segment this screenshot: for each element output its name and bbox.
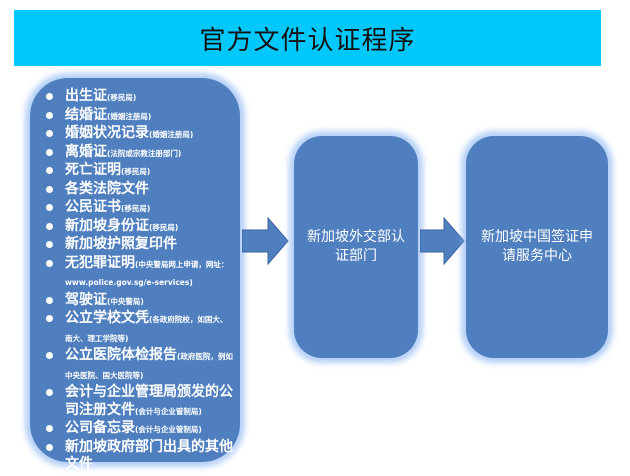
title-bar: 官方文件认证程序	[14, 10, 601, 66]
document-issuer: (会计与企业管制局)	[135, 425, 202, 434]
arrow-right-icon	[420, 216, 465, 266]
mfa-authentication-label: 新加坡外交部认证部门	[307, 229, 405, 264]
document-name: 公立医院体检报告	[65, 347, 177, 363]
document-list-item: 无犯罪证明(中央警局网上申请，网址：www.police.gov.sg/e-se…	[44, 255, 234, 292]
document-list-item: 公司备忘录(会计与企业管制局)	[44, 420, 234, 439]
document-issuer: (政府医院，例如中央医院、国大医院等)	[65, 352, 233, 380]
document-list-item: 会计与企业管理局颁发的公司注册文件(会计与企业管制局)	[44, 384, 234, 420]
bullet-icon	[46, 204, 53, 211]
document-list-box: 出生证(移民局)结婚证(婚姻注册局)婚姻状况记录(婚姻注册局)离婚证(法院或宗教…	[30, 78, 240, 472]
document-list-item: 新加坡政府部门出具的其他文件	[44, 439, 234, 475]
document-name: 婚姻状况记录	[65, 125, 149, 141]
document-issuer: (婚姻注册局)	[149, 130, 194, 139]
document-name: 出生证	[65, 88, 107, 104]
bullet-icon	[46, 389, 53, 396]
document-list-item: 结婚证(婚姻注册局)	[44, 107, 234, 126]
document-name: 公司备忘录	[65, 420, 135, 436]
document-list-item: 新加坡身份证(移民局)	[44, 218, 234, 237]
page-title: 官方文件认证程序	[199, 25, 416, 56]
document-list-item: 公民证书(移民局)	[44, 199, 234, 218]
mfa-authentication-box: 新加坡外交部认证部门	[294, 136, 418, 358]
document-list-item: 婚姻状况记录(婚姻注册局)	[44, 125, 234, 144]
document-issuer: (移民局)	[121, 167, 151, 176]
document-issuer: (法院或宗教注册部门)	[107, 148, 182, 158]
document-name: 离婚证	[65, 143, 107, 160]
visa-center-box: 新加坡中国签证申请服务中心	[466, 136, 608, 358]
document-issuer: (各政府院校，如国大、南大、理工学院等)	[65, 315, 228, 343]
bullet-icon	[46, 93, 53, 100]
document-list-item: 新加坡护照复印件	[44, 236, 234, 255]
bullet-icon	[46, 352, 53, 359]
document-list: 出生证(移民局)结婚证(婚姻注册局)婚姻状况记录(婚姻注册局)离婚证(法院或宗教…	[30, 78, 240, 475]
document-list-item: 公立医院体检报告(政府医院，例如中央医院、国大医院等)	[44, 347, 234, 384]
document-issuer: (会计与企业管制局)	[135, 406, 202, 416]
document-issuer: (移民局)	[149, 222, 179, 232]
document-list-item: 驾驶证(中央警局)	[44, 292, 234, 311]
document-name: 无犯罪证明	[65, 254, 135, 271]
document-issuer: (婚姻注册局)	[107, 111, 152, 121]
document-issuer: (移民局)	[121, 204, 151, 213]
bullet-icon	[46, 443, 53, 451]
bullet-icon	[46, 241, 53, 248]
document-list-item: 公立学校文凭(各政府院校，如国大、南大、理工学院等)	[44, 310, 234, 347]
document-name: 公民证书	[65, 199, 121, 215]
document-list-item: 离婚证(法院或宗教注册部门)	[44, 144, 234, 163]
document-issuer: (中央警局网上申请，网址：www.police.gov.sg/e-service…	[65, 259, 229, 288]
document-name: 新加坡身份证	[65, 217, 149, 234]
bullet-icon	[46, 222, 53, 230]
document-list-item: 各类法院文件	[44, 181, 234, 200]
document-issuer: (移民局)	[107, 93, 137, 102]
document-issuer: (中央警局)	[107, 296, 144, 306]
document-name: 驾驶证	[65, 291, 107, 308]
bullet-icon	[46, 259, 53, 267]
bullet-icon	[46, 425, 53, 432]
document-name: 结婚证	[65, 106, 107, 123]
document-name: 新加坡政府部门出具的其他文件	[65, 438, 233, 473]
document-name: 各类法院文件	[65, 180, 149, 197]
document-name: 死亡证明	[65, 162, 121, 178]
document-name: 公立学校文凭	[65, 310, 149, 326]
document-name: 新加坡护照复印件	[65, 236, 177, 252]
bullet-icon	[46, 185, 53, 193]
document-list-item: 死亡证明(移民局)	[44, 162, 234, 181]
bullet-icon	[46, 111, 53, 119]
document-name: 会计与企业管理局颁发的公司注册文件	[65, 384, 233, 418]
bullet-icon	[46, 315, 53, 322]
arrow-right-icon	[242, 216, 289, 266]
document-list-item: 出生证(移民局)	[44, 88, 234, 107]
bullet-icon	[46, 148, 53, 156]
bullet-icon	[46, 296, 53, 304]
bullet-icon	[46, 167, 53, 174]
bullet-icon	[46, 130, 53, 137]
visa-center-label: 新加坡中国签证申请服务中心	[481, 229, 593, 264]
